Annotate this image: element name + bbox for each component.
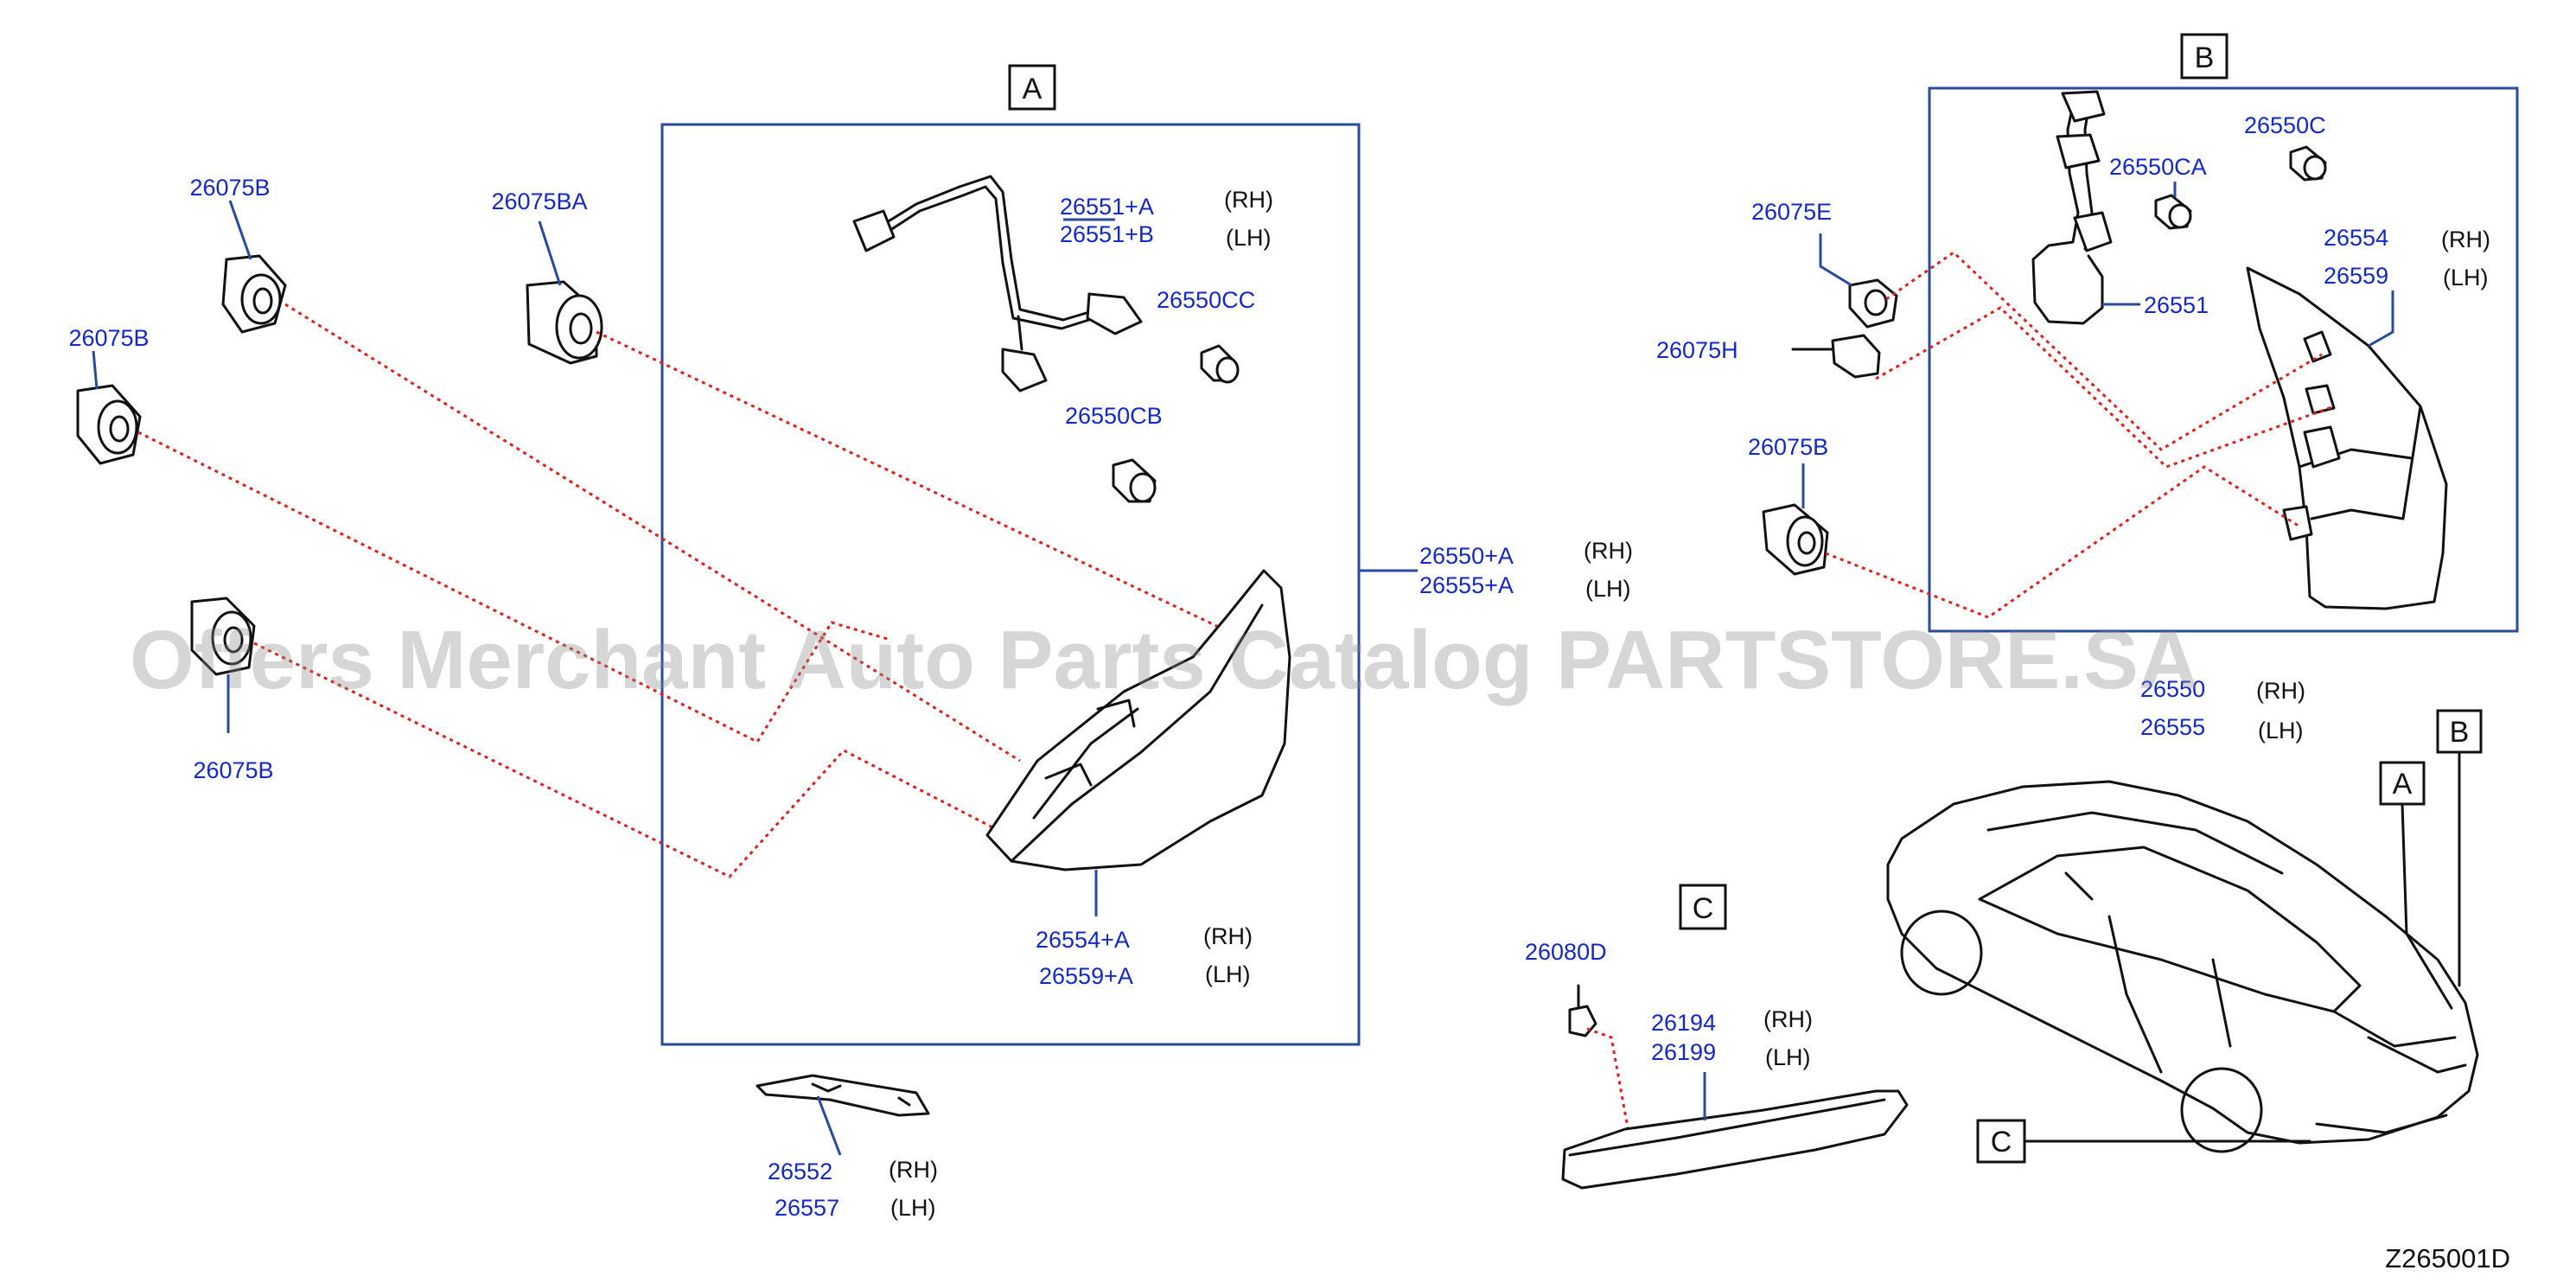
clip-26080d-icon [1568,984,1597,1037]
pn-26550c: 26550C [2244,112,2326,138]
bulb-26550cb-icon [1112,458,1157,503]
pn-26075ba: 26075BA [491,188,587,214]
harness-26551-b-icon [2031,90,2113,325]
vehicle-outline-icon [1886,780,2479,1153]
pn-26550ca: 26550CA [2109,154,2207,180]
pn-26550cb: 26550CB [1065,403,1163,429]
pn-26554-a: 26554+A [1036,927,1130,953]
pn-26551: 26551 [2144,292,2209,318]
bulb-26550c-icon [2289,145,2327,182]
side-26552: (RH) [889,1157,938,1183]
pn-26199: 26199 [1651,1039,1716,1065]
side-26554-a: (RH) [1203,923,1253,949]
side-26554-b: (RH) [2441,227,2490,252]
frame-b [1928,86,2519,633]
side-26551-a-rh: (RH) [1224,187,1273,213]
bulb-26550ca-icon [2154,194,2192,230]
box-label-c-top: C [1679,884,1727,930]
pn-26551-a-lh: 26551+B [1060,221,1154,247]
dotted-line-4 [253,642,998,878]
side-26555-a: (LH) [1585,576,1631,602]
box-label-c-car: C [1976,1119,2026,1164]
reflector-26194-icon [1561,1089,1909,1190]
svg-text:A: A [1023,73,1043,105]
pn-26559-a: 26559+A [1039,963,1133,989]
clip-26075b-left-icon [76,384,142,465]
box-label-a-top: A [1008,64,1056,111]
side-26194: (RH) [1763,1006,1813,1032]
clip-26075h-icon [1791,334,1881,379]
pn-26075b-left: 26075B [68,325,149,351]
pn-26551-a-rh: 26551+A [1060,194,1154,220]
pn-26075h: 26075H [1656,337,1738,363]
clip-26075b-top-icon [221,254,287,334]
pn-26550cc: 26550CC [1157,287,1255,313]
pn-26559-b: 26559 [2324,263,2388,289]
harness-26551-a-icon [852,175,1143,393]
side-26550-b: (RH) [2256,678,2305,704]
pn-26550-b: 26550 [2140,676,2205,702]
clip-26075b-b-icon [1762,503,1829,576]
side-26550-a: (RH) [1584,538,1633,564]
pn-26554-b: 26554 [2324,225,2388,251]
pn-26555-a: 26555+A [1419,572,1514,598]
svg-text:A: A [2393,768,2413,801]
svg-text:B: B [2450,716,2470,749]
svg-text:C: C [1991,1126,2012,1159]
pn-26194: 26194 [1651,1010,1716,1036]
retainer-26552-icon [756,1074,930,1117]
box-label-b-top: B [2180,33,2228,80]
pn-26075b-top: 26075B [189,175,270,201]
pn-26080d: 26080D [1525,939,1607,965]
clip-26075b-bottom-icon [190,597,256,676]
clip-26075ba-icon [526,280,603,365]
side-26551-a-lh: (LH) [1226,225,1272,251]
svg-text:C: C [1693,892,1714,925]
side-26559-b: (LH) [2443,265,2489,290]
pn-26075e: 26075E [1751,199,1832,225]
side-26199: (LH) [1765,1044,1811,1070]
box-label-a-car: A [2379,761,2426,806]
pn-26555-b: 26555 [2140,714,2205,740]
lamp-26554-b-icon [2246,266,2448,610]
pn-26552: 26552 [768,1159,832,1184]
watermark: Offers Merchant Auto Parts Catalog PARTS… [130,614,2198,706]
diagram-reference: Z265001D [2385,1243,2510,1273]
svg-text:B: B [2195,41,2215,74]
pn-26075b-b: 26075B [1748,434,1828,460]
frame-a [660,123,1361,1046]
side-26557: (LH) [890,1195,936,1221]
box-label-b-car: B [2436,709,2483,754]
side-26555-b: (LH) [2258,718,2304,744]
lamp-26554-a-icon [985,569,1291,871]
side-26559-a: (LH) [1205,961,1251,987]
pn-26550-a: 26550+A [1419,543,1514,569]
pn-26075b-bottom: 26075B [193,757,273,783]
bulb-26550cc-icon [1200,344,1240,384]
clip-26075e-icon [1848,278,1898,329]
pn-26557: 26557 [775,1195,839,1221]
